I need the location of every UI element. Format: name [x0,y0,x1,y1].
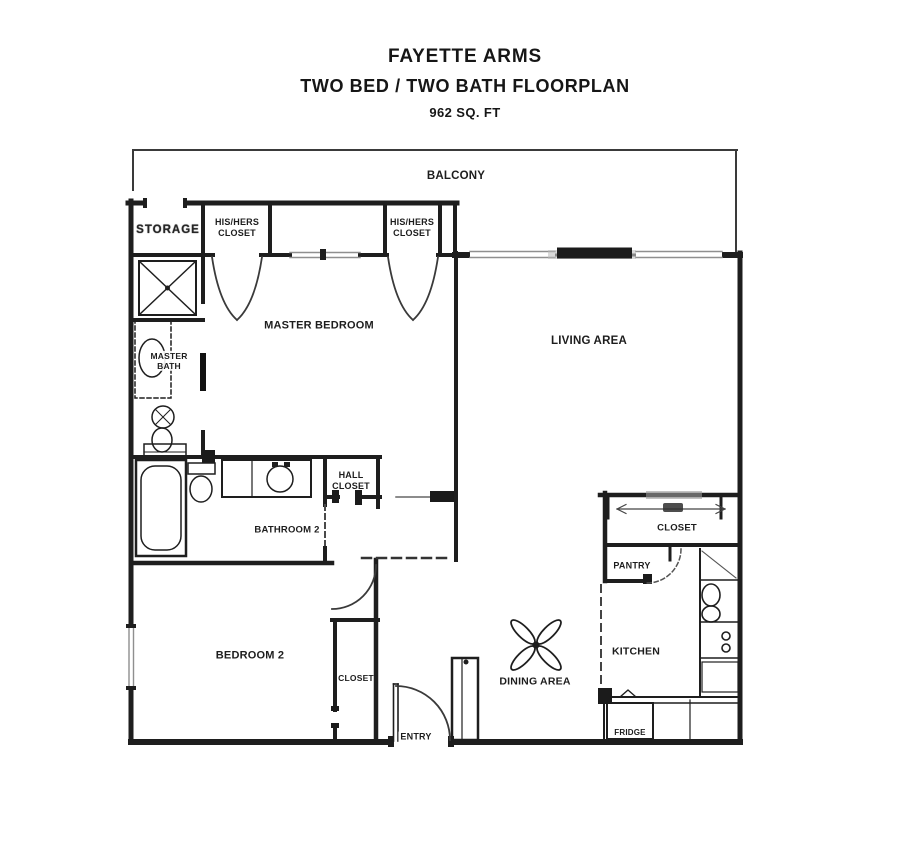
label-living-area: LIVING AREA [551,335,627,348]
bedroom2-door-arc [331,564,377,610]
fridge-box [606,702,654,740]
hh-closet1-doors [210,255,264,322]
page-subtitle: TWO BED / TWO BATH FLOORPLAN [300,76,630,96]
kitchen-sink-basin-2 [701,605,721,623]
living-windows-slider [469,247,723,259]
interior-walls-left [129,201,382,463]
label-master-bedroom: MASTER BEDROOM [264,319,374,332]
title-block: FAYETTE ARMS TWO BED / TWO BATH FLOORPLA… [30,46,900,120]
label-bedroom-2-closet: CLOSET [338,672,374,683]
master-bath-toilet [143,405,187,461]
hh-closet-walls [201,201,458,257]
dimension-smudge [663,503,683,512]
label-bedroom-2: BEDROOM 2 [215,649,285,662]
hh-closet2-doors [386,255,440,322]
entry-door-arc [395,685,451,741]
bathroom2-vanity [221,459,312,498]
sliding-door-icon [557,247,632,259]
label-dining-area: DINING AREA [499,675,571,688]
balcony-railing [132,149,738,254]
label-bathroom-2: BATHROOM 2 [254,524,320,536]
label-living-closet: CLOSET [657,522,697,534]
master-bedroom-window [289,249,361,260]
page-title: FAYETTE ARMS [388,46,542,67]
label-his-hers-closet-1: HIS/HERS CLOSET [214,217,260,238]
label-storage: STORAGE [136,224,200,237]
label-hall-closet: HALL CLOSET [332,470,370,491]
stove-knob-1 [721,631,731,641]
label-balcony: BALCONY [426,170,486,183]
square-footage: 962 SQ. FT [429,105,501,120]
label-fridge: FRIDGE [614,728,646,738]
kitchen-counter-bottom [598,688,741,741]
label-kitchen: KITCHEN [611,645,661,658]
storage-door-opening [143,197,187,208]
hall-closet-walls [323,455,382,509]
label-his-hers-closet-2: HIS/HERS CLOSET [389,217,435,238]
bathroom2-toilet [187,462,216,503]
label-entry: ENTRY [398,731,434,743]
bathtub-fixture [134,458,188,558]
kitchen-counter-right [699,548,739,696]
entry-door [392,683,451,742]
stove-knob-2 [721,643,731,653]
bedroom2-window [125,624,136,690]
pantry-door-arc [646,548,682,584]
hall-stub-wall [395,491,456,502]
kitchen-sink-basin-1 [701,583,721,607]
shower-fixture [137,259,198,317]
entry-partition-wall [450,656,480,742]
counter-bump [619,689,637,698]
closet-dimension-arrow [616,503,726,515]
living-closet-bypass-doors [646,491,702,499]
label-master-bath: MASTER BATH [148,350,190,372]
label-pantry: PANTRY [613,560,651,571]
ceiling-fan-icon [510,619,562,671]
bedroom2-walls [128,557,380,745]
